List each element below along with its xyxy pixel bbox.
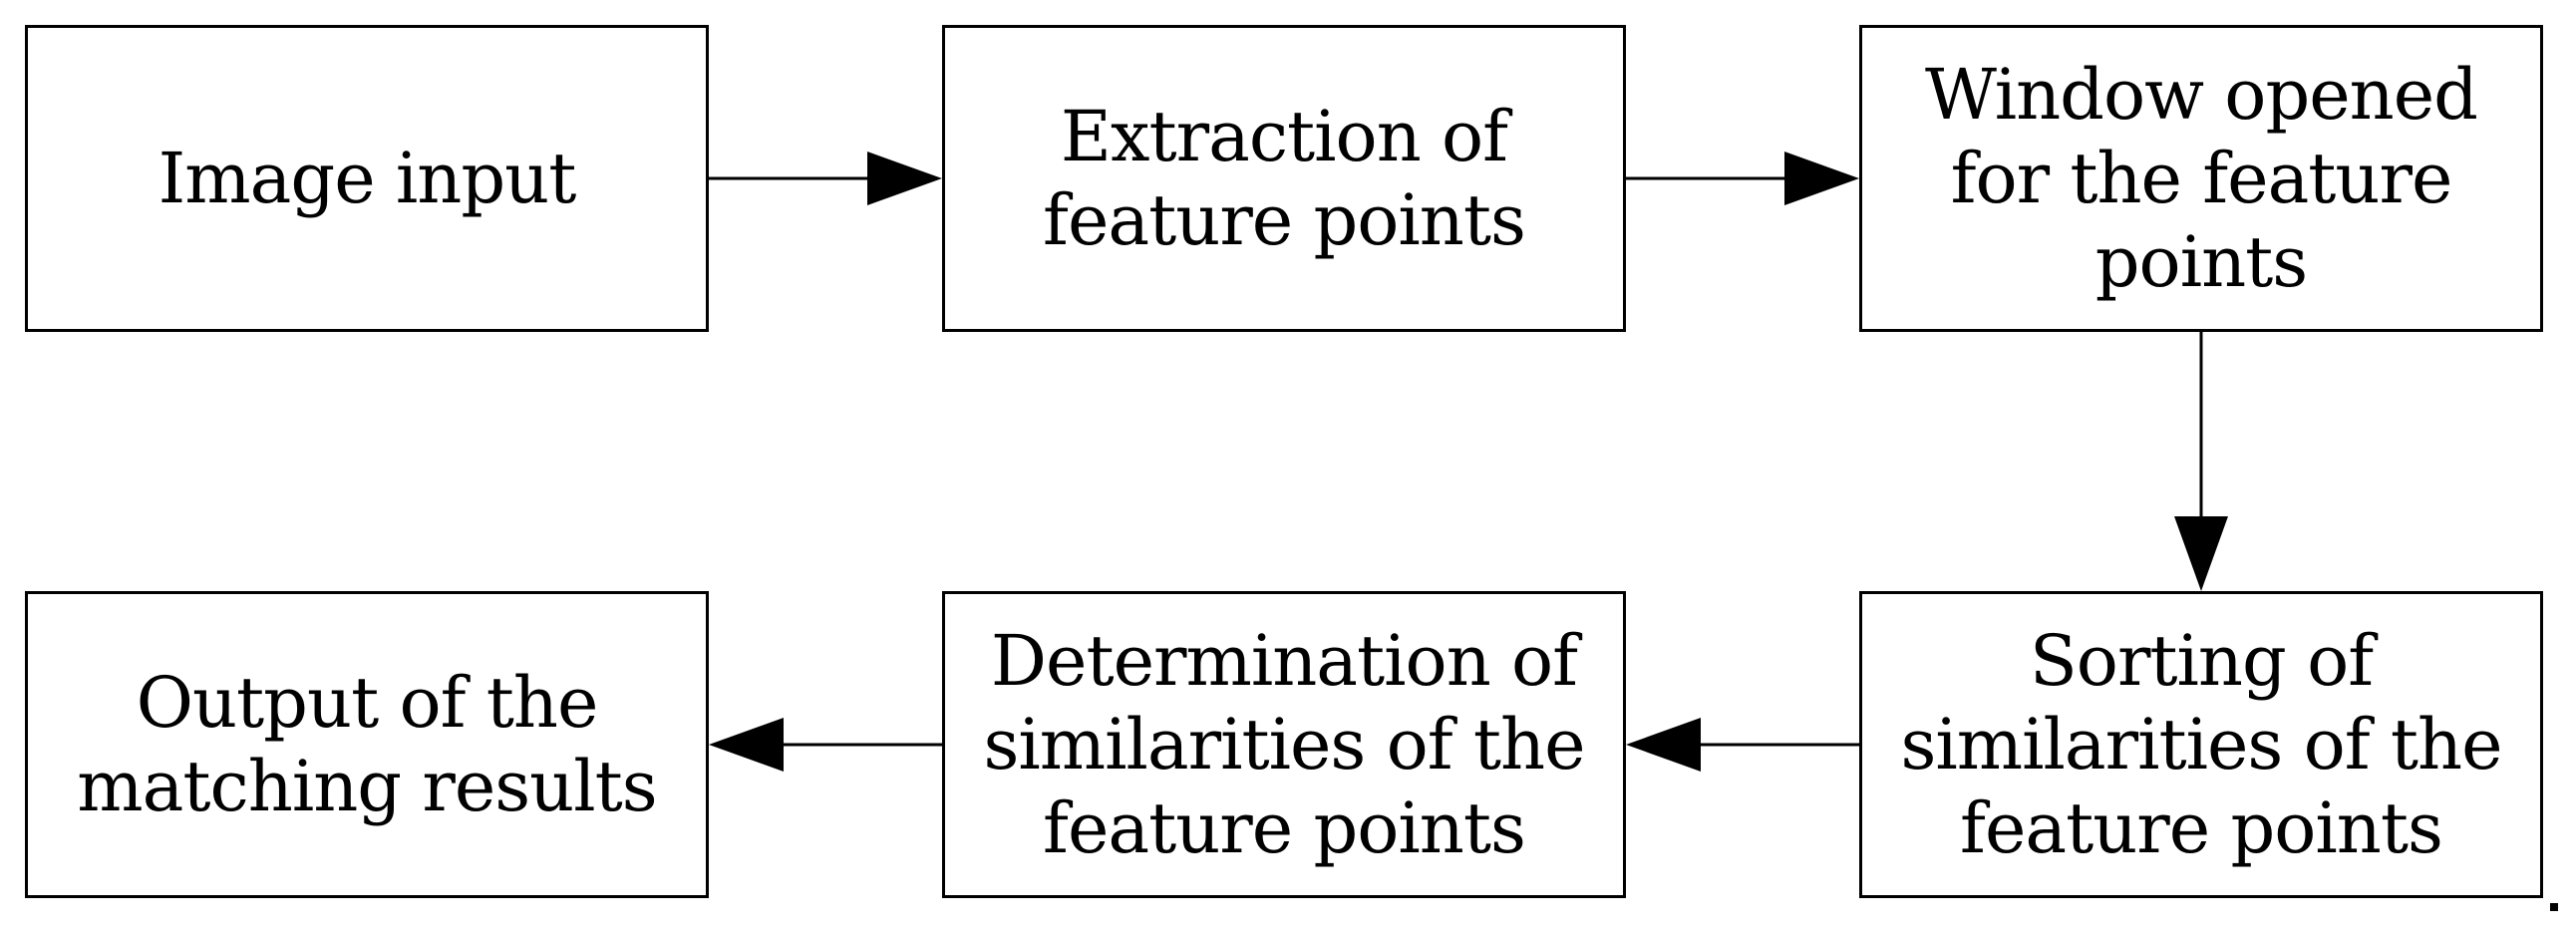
- node-determination: Determination of similarities of the fea…: [942, 591, 1626, 898]
- node-extraction: Extraction of feature points: [942, 25, 1626, 332]
- trailing-period-mark: [2550, 903, 2558, 911]
- node-image-input: Image input: [25, 25, 709, 332]
- node-window-opened: Window opened for the feature points: [1859, 25, 2543, 332]
- arrow-sorting-to-determination: [1626, 718, 1859, 772]
- arrow-extraction-to-window-opened: [1626, 152, 1859, 205]
- node-label: Determination of similarities of the fea…: [983, 620, 1585, 869]
- node-label: Output of the matching results: [77, 662, 657, 827]
- node-label: Window opened for the feature points: [1924, 54, 2478, 303]
- node-label: Extraction of feature points: [1043, 96, 1526, 261]
- arrow-determination-to-output: [709, 718, 942, 772]
- node-sorting: Sorting of similarities of the feature p…: [1859, 591, 2543, 898]
- arrow-image-input-to-extraction: [709, 152, 942, 205]
- node-label: Image input: [158, 138, 577, 219]
- node-output: Output of the matching results: [25, 591, 709, 898]
- arrow-window-opened-to-sorting: [2174, 332, 2228, 591]
- node-label: Sorting of similarities of the feature p…: [1900, 620, 2502, 869]
